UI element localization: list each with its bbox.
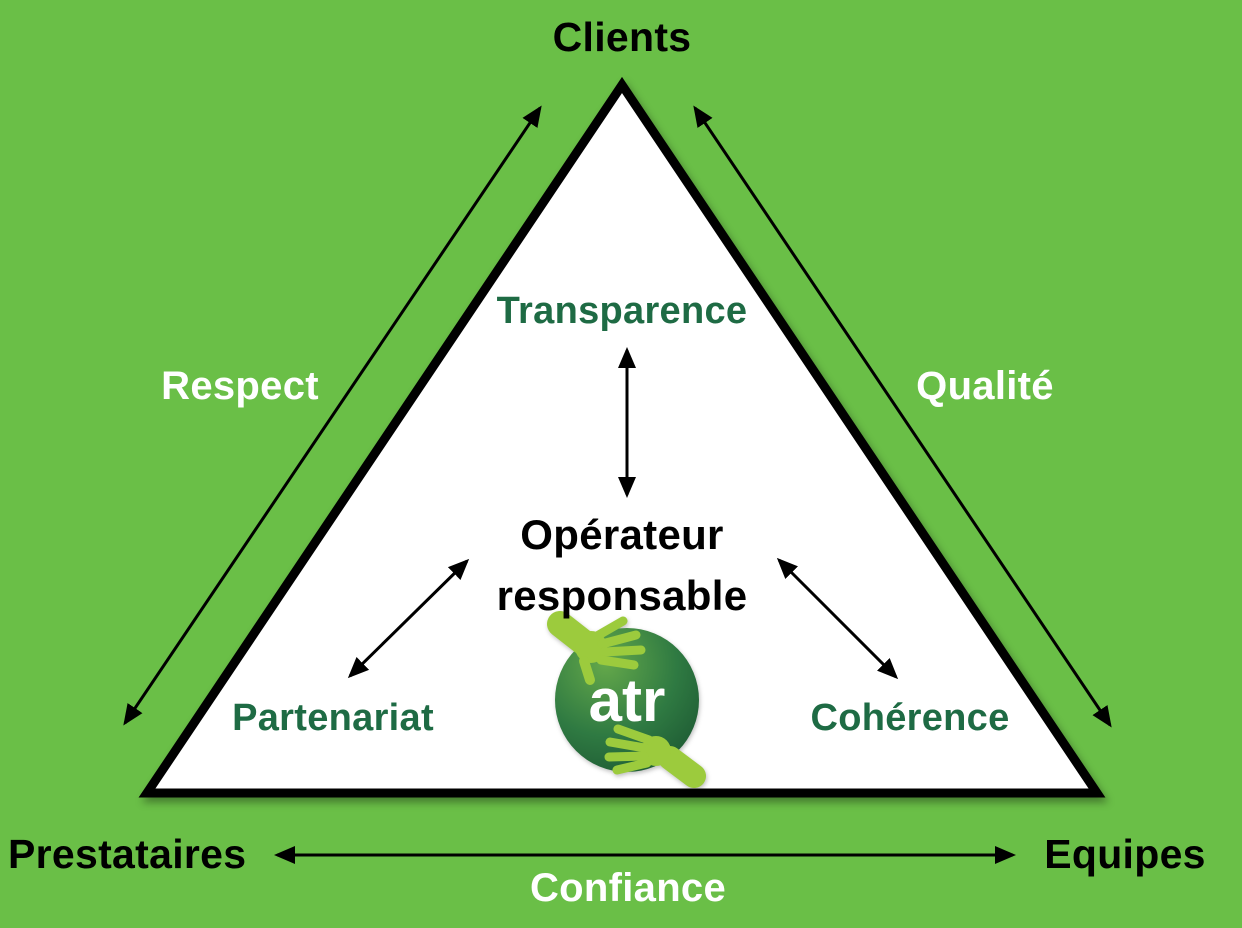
edge-label-respect: Respect: [161, 364, 319, 408]
hand-icon-bottom: [604, 724, 706, 788]
corner-label-clients: Clients: [552, 14, 692, 60]
hand-icon-top: [547, 611, 646, 685]
arrow-respect-edge: [123, 105, 542, 726]
arrow-center-partenariat: [347, 558, 470, 679]
edge-label-confiance: Confiance: [529, 866, 727, 910]
center-title: Opérateur responsable: [497, 505, 748, 627]
inner-label-transparence: Transparence: [496, 290, 748, 332]
atr-logo-text: atr: [589, 667, 666, 734]
atr-logo-circle: [555, 628, 699, 772]
inner-label-partenariat: Partenariat: [232, 697, 434, 739]
arrow-qualite-edge: [693, 105, 1112, 728]
edge-label-qualite: Qualité: [916, 364, 1054, 408]
arrow-center-coherence: [776, 557, 899, 680]
center-title-line2: responsable: [496, 571, 748, 619]
corner-label-prestataires: Prestataires: [8, 831, 247, 877]
atr-logo: atr: [547, 611, 706, 788]
inner-label-coherence: Cohérence: [810, 697, 1010, 739]
center-title-line1: Opérateur: [520, 511, 724, 558]
corner-label-equipes: Equipes: [1044, 831, 1206, 877]
